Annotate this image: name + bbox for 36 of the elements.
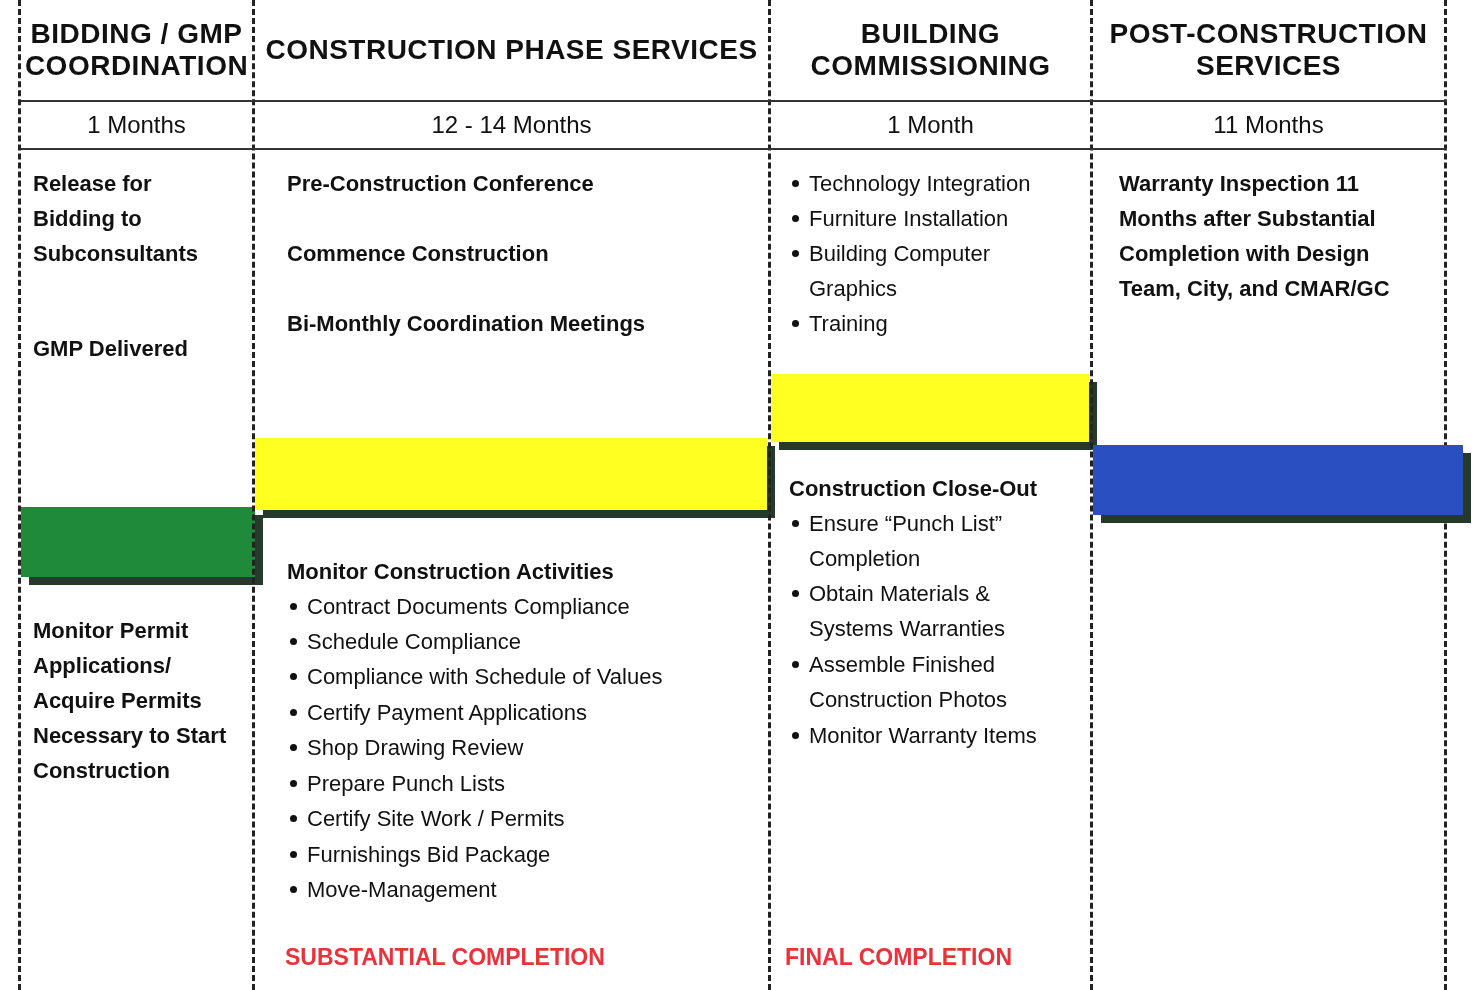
- task-text: Commence Construction: [287, 240, 550, 268]
- duration-label: 1 Month: [886, 110, 975, 140]
- task-text: Release for Bidding to Subconsultants: [33, 170, 199, 268]
- milestone-label: FINAL COMPLETION: [785, 943, 1013, 972]
- duration-label: 1 Months: [86, 110, 187, 140]
- bullet-item: Assemble Finished Construction Photos: [809, 651, 1009, 714]
- bullet-item: Ensure “Punch List” Completion: [809, 510, 1004, 573]
- bullet-item: Contract Documents Compliance: [307, 593, 631, 621]
- milestone-label: SUBSTANTIAL COMPLETION: [285, 943, 606, 972]
- bullet-item: Shop Drawing Review: [307, 734, 525, 762]
- section-heading: Monitor Construction Activities: [287, 558, 615, 586]
- bullet-item: Monitor Warranty Items: [809, 722, 1038, 750]
- bullet-item: Training: [809, 310, 889, 338]
- section-heading: Construction Close-Out: [789, 475, 1039, 503]
- column-heading: BIDDING / GMP COORDINATION: [23, 17, 250, 83]
- bullet-item: Move-Management: [307, 876, 498, 904]
- bullet-item: Obtain Materials & Systems Warranties: [809, 580, 1006, 643]
- task-text: Bi-Monthly Coordination Meetings: [287, 310, 647, 338]
- bullet-item: Furnishings Bid Package: [307, 841, 552, 869]
- bullet-item: Furniture Installation: [809, 205, 1010, 233]
- task-text: Pre-Construction Conference: [287, 170, 595, 198]
- column-heading: CONSTRUCTION PHASE SERVICES: [264, 33, 759, 67]
- task-text: Warranty Inspection 11 Months after Substantial Completion with Design Team, City, and CMAR/GC: [1119, 170, 1391, 303]
- bullet-item: Compliance with Schedule of Values: [307, 663, 664, 691]
- column-heading: POST-CONSTRUCTION SERVICES: [1108, 17, 1429, 83]
- task-text: Monitor Permit Applications/ Acquire Permits Necessary to Start Construction: [33, 617, 228, 785]
- bullet-item: Schedule Compliance: [307, 628, 523, 656]
- bullet-item: Technology Integration: [809, 170, 1032, 198]
- duration-label: 12 - 14 Months: [430, 110, 593, 140]
- bullet-item: Certify Payment Applications: [307, 699, 589, 727]
- duration-label: 11 Months: [1212, 110, 1325, 140]
- column-heading: BUILDING COMMISSIONING: [809, 17, 1052, 83]
- task-text: GMP Delivered: [33, 335, 189, 363]
- bullet-item: Building Computer Graphics: [809, 240, 991, 303]
- bullet-item: Prepare Punch Lists: [307, 770, 507, 798]
- bullet-item: Certify Site Work / Permits: [307, 805, 566, 833]
